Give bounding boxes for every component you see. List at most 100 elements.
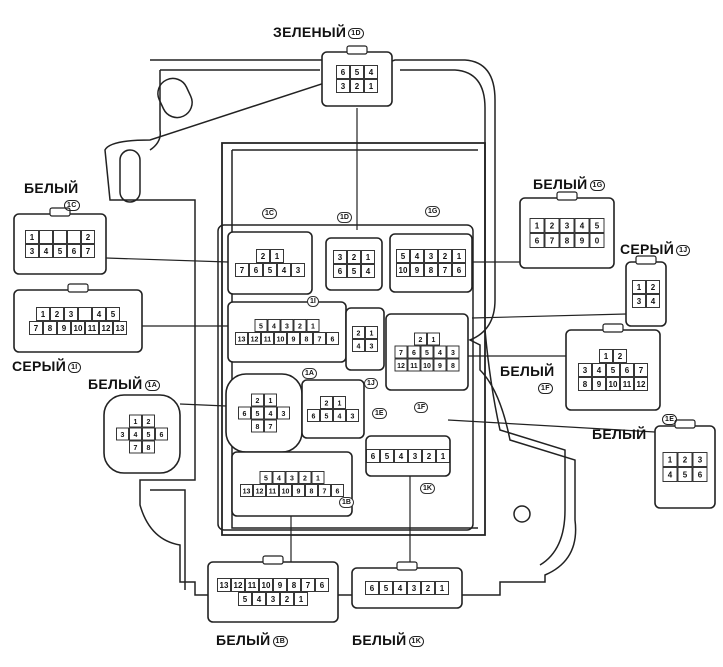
slot-top-oval bbox=[157, 77, 193, 119]
pin-number: 7 bbox=[323, 489, 327, 496]
pin-cell bbox=[39, 230, 53, 244]
pin-cell bbox=[529, 233, 545, 248]
pin-number: 9 bbox=[580, 237, 585, 246]
pin-number: 1 bbox=[134, 419, 138, 426]
pin-number: 8 bbox=[310, 489, 314, 496]
pin-number: 1 bbox=[269, 398, 273, 405]
pin-number: 6 bbox=[370, 584, 375, 593]
pin-number: 1 bbox=[316, 476, 320, 483]
pin-number: 8 bbox=[429, 266, 434, 275]
label-code: 1I bbox=[68, 361, 81, 373]
pin-cell bbox=[264, 419, 277, 433]
connector-latch bbox=[346, 45, 368, 55]
pin-cell bbox=[43, 321, 57, 335]
connector-body bbox=[103, 394, 181, 474]
pin-number: 2 bbox=[651, 283, 656, 292]
label-right-white-1e: 1E БЕЛЫЙ bbox=[592, 410, 678, 442]
pin-cell bbox=[270, 249, 284, 263]
leader-line bbox=[447, 419, 656, 433]
pin-number: 5 bbox=[268, 266, 273, 275]
pin-number: 1 bbox=[369, 82, 374, 91]
pin-cell bbox=[366, 449, 380, 463]
pin-cell bbox=[294, 592, 308, 606]
pin-cell bbox=[420, 358, 434, 372]
pin-number: 7 bbox=[34, 324, 39, 333]
pin-number: 6 bbox=[254, 266, 259, 275]
pin-cell bbox=[113, 321, 127, 335]
pin-number: 3 bbox=[296, 266, 301, 275]
pin-number: 11 bbox=[269, 489, 277, 496]
pin-number: 4 bbox=[272, 324, 276, 331]
pin-cell bbox=[424, 263, 438, 277]
pin-number: 4 bbox=[366, 267, 371, 276]
pin-cell bbox=[365, 581, 379, 595]
pin-number: 1 bbox=[275, 252, 280, 261]
pin-number: 3 bbox=[637, 297, 642, 306]
block-tag-1a: 1A bbox=[302, 368, 317, 379]
pin-number: 10 bbox=[609, 380, 618, 389]
pin-cell bbox=[266, 484, 279, 497]
connector-latch bbox=[49, 207, 71, 217]
pin-number: 4 bbox=[580, 222, 585, 231]
pin-cell bbox=[266, 592, 280, 606]
pin-number: 12 bbox=[256, 489, 264, 496]
connector-body bbox=[625, 261, 667, 327]
pin-cell bbox=[379, 581, 393, 595]
pin-number: 9 bbox=[297, 489, 301, 496]
pin-number: 10 bbox=[399, 266, 408, 275]
leader-line bbox=[471, 313, 627, 319]
pin-cell bbox=[293, 319, 307, 332]
pin-number: 3 bbox=[451, 350, 455, 357]
pin-number: 4 bbox=[338, 414, 342, 421]
pin-number: 5 bbox=[352, 267, 357, 276]
pin-cell bbox=[350, 79, 364, 93]
pin-cell bbox=[313, 332, 326, 345]
pin-number: 9 bbox=[415, 266, 420, 275]
pin-number: 4 bbox=[668, 471, 673, 480]
pin-cell bbox=[320, 409, 333, 422]
connector-body bbox=[13, 213, 107, 275]
pin-number: 3 bbox=[565, 222, 570, 231]
connector-body bbox=[519, 197, 615, 269]
pin-number: 4 bbox=[415, 252, 420, 261]
pin-cell bbox=[331, 484, 344, 497]
pin-number: 3 bbox=[69, 310, 74, 319]
pin-cell bbox=[129, 427, 142, 441]
connector-body bbox=[365, 435, 451, 477]
pin-cell bbox=[336, 65, 350, 79]
pin-number: 6 bbox=[412, 350, 416, 357]
pin-number: 2 bbox=[443, 252, 448, 261]
pin-cell bbox=[267, 319, 281, 332]
label-text: БЕЛЫЙ bbox=[216, 632, 271, 648]
pin-cell bbox=[81, 230, 95, 244]
pin-number: 8 bbox=[305, 337, 309, 344]
pin-cell bbox=[620, 363, 634, 377]
connector-body bbox=[389, 233, 473, 293]
pin-number: 8 bbox=[451, 363, 455, 370]
pin-cell bbox=[606, 377, 620, 391]
pin-number: 12 bbox=[251, 337, 259, 344]
pin-number: 6 bbox=[338, 267, 343, 276]
pin-cell bbox=[78, 307, 92, 321]
pin-cell bbox=[99, 321, 113, 335]
pin-cell bbox=[333, 264, 347, 278]
pin-number: 4 bbox=[357, 344, 361, 351]
housing-inner bbox=[149, 69, 566, 590]
pin-cell bbox=[421, 581, 435, 595]
label-code: 1G bbox=[589, 179, 606, 191]
pin-cell bbox=[245, 578, 259, 592]
pin-number: 9 bbox=[597, 380, 602, 389]
pin-cell bbox=[142, 440, 155, 454]
connector-latch bbox=[262, 555, 284, 565]
pin-number: 11 bbox=[88, 324, 97, 333]
pin-cell bbox=[264, 393, 277, 407]
pin-cell bbox=[433, 345, 447, 359]
pin-cell bbox=[259, 578, 273, 592]
pin-number: 3 bbox=[351, 414, 355, 421]
pin-cell bbox=[129, 440, 142, 454]
